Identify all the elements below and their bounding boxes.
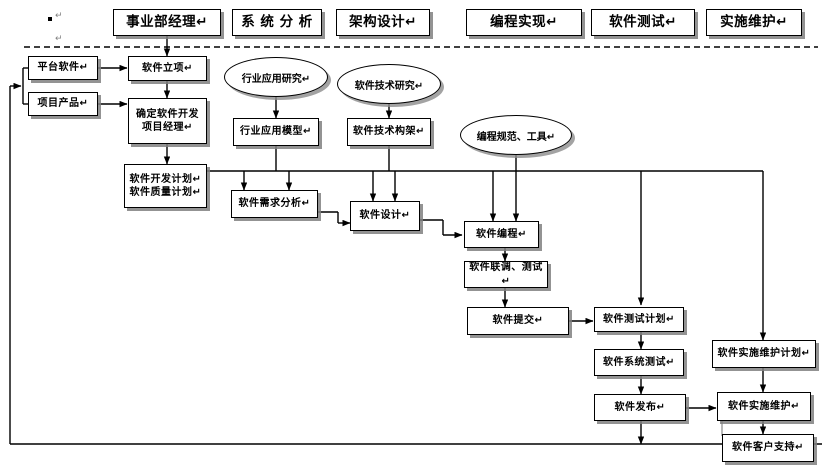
node-assign-project-manager[interactable]: 确定软件开发 项目经理↵	[128, 98, 207, 144]
node-label: 软件需求分析↵	[238, 198, 311, 210]
node-platform-software[interactable]: 平台软件↵	[28, 56, 98, 80]
role-label: 编程实现↵	[490, 14, 558, 31]
node-maintenance-plan[interactable]: 软件实施维护计划↵	[712, 340, 816, 368]
node-label: 项目产品↵	[37, 98, 89, 110]
bullet-mark	[48, 17, 52, 21]
node-software-submit[interactable]: 软件提交↵	[467, 307, 569, 335]
role-label: 事业部经理↵	[126, 14, 208, 31]
role-label: 架构设计↵	[349, 14, 417, 31]
node-label: 软件技术研究↵	[354, 80, 424, 92]
node-test-plan[interactable]: 软件测试计划↵	[594, 307, 684, 332]
node-label: 软件系统测试↵	[603, 356, 675, 368]
node-label-line1: 确定软件开发	[136, 108, 199, 120]
node-label: 行业应用模型↵	[240, 126, 312, 138]
node-system-test[interactable]: 软件系统测试↵	[594, 349, 684, 376]
node-label: 软件联调、测试↵	[469, 262, 543, 287]
node-label: 编程规范、工具↵	[476, 131, 556, 143]
node-label: 软件设计↵	[359, 210, 411, 222]
role-architecture-design[interactable]: 架构设计↵	[336, 9, 430, 36]
node-label: 行业应用研究↵	[241, 73, 311, 85]
node-industry-application-research[interactable]: 行业应用研究↵	[224, 57, 328, 97]
node-customer-support[interactable]: 软件客户支持↵	[722, 434, 814, 462]
role-implementation-maintenance[interactable]: 实施维护↵	[706, 9, 802, 36]
node-label: 平台软件↵	[37, 62, 89, 74]
node-implementation-maintenance[interactable]: 软件实施维护↵	[717, 392, 811, 421]
pilcrow-mark-2: ↵	[55, 34, 63, 44]
node-label-line2: 项目经理↵	[142, 122, 193, 133]
node-integration-test[interactable]: 软件联调、测试↵	[464, 261, 548, 288]
node-coding-standards-tools[interactable]: 编程规范、工具↵	[460, 115, 572, 155]
node-requirement-analysis[interactable]: 软件需求分析↵	[231, 190, 318, 218]
node-software-technology-framework[interactable]: 软件技术构架↵	[347, 118, 431, 146]
node-label: 软件提交↵	[492, 315, 544, 327]
node-label: 软件测试计划↵	[603, 313, 675, 325]
node-project-product[interactable]: 项目产品↵	[28, 92, 98, 116]
role-label: 系 统 分 析	[241, 14, 313, 31]
node-label: 软件实施维护↵	[728, 400, 800, 412]
node-development-plan[interactable]: 软件开发计划↵ 软件质量计划↵	[124, 164, 207, 208]
node-software-project-initiation[interactable]: 软件立项↵	[128, 56, 207, 81]
node-label: 软件编程↵	[476, 228, 527, 240]
role-system-analysis[interactable]: 系 统 分 析	[232, 9, 322, 36]
role-label: 实施维护↵	[720, 14, 788, 31]
node-label: 软件立项↵	[142, 62, 193, 74]
role-programming[interactable]: 编程实现↵	[466, 9, 582, 36]
node-software-design[interactable]: 软件设计↵	[350, 201, 420, 231]
node-label: 软件技术构架↵	[353, 126, 425, 138]
node-label: 软件实施维护计划↵	[717, 348, 811, 360]
node-label-line2: 软件质量计划↵	[129, 187, 202, 198]
node-label: 软件发布↵	[614, 401, 666, 413]
node-software-release[interactable]: 软件发布↵	[594, 394, 686, 421]
role-software-testing[interactable]: 软件测试↵	[591, 9, 695, 36]
node-software-coding[interactable]: 软件编程↵	[464, 221, 539, 248]
node-label: 软件客户支持↵	[732, 442, 804, 454]
node-software-technology-research[interactable]: 软件技术研究↵	[337, 64, 441, 104]
pilcrow-mark-1: ↵	[55, 11, 63, 21]
role-business-manager[interactable]: 事业部经理↵	[113, 9, 221, 36]
node-industry-application-model[interactable]: 行业应用模型↵	[233, 118, 319, 146]
node-label-line1: 软件开发计划↵	[129, 173, 202, 185]
role-label: 软件测试↵	[609, 14, 677, 31]
